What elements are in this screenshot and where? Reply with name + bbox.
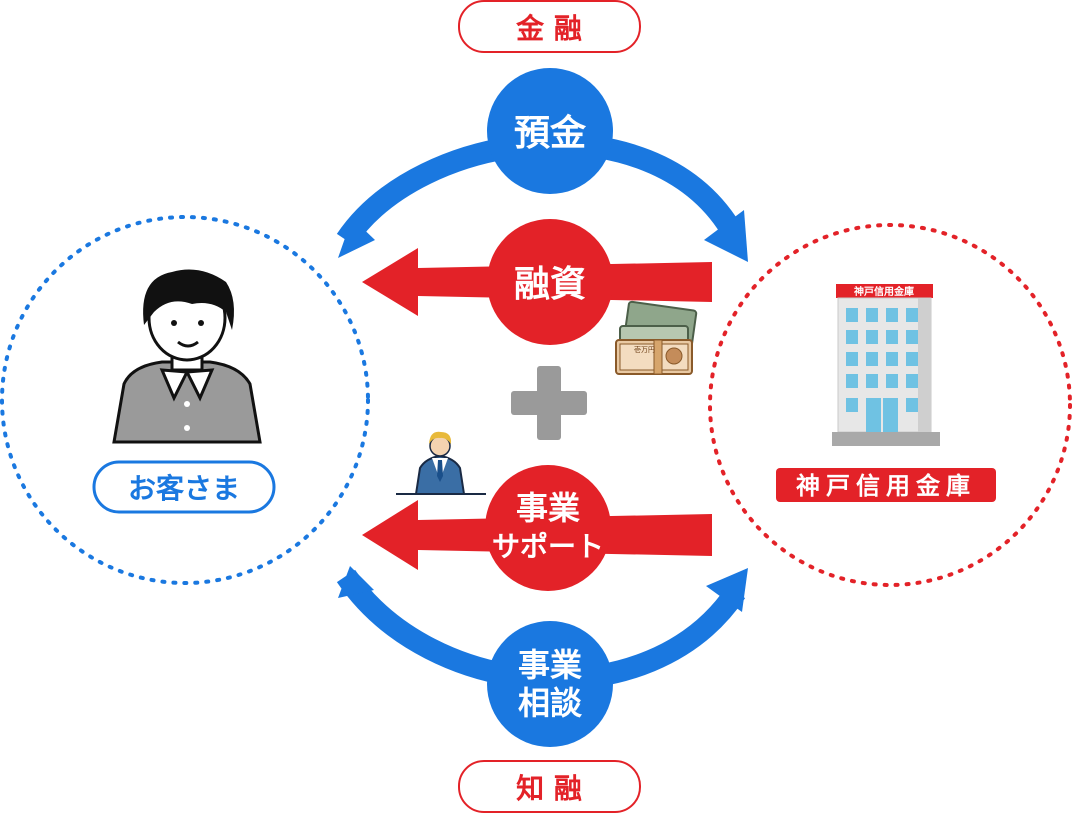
- support-label-line1: 事業: [516, 489, 580, 527]
- money-icon: 壱万円: [615, 300, 698, 375]
- building-sign: 神戸信用金庫: [854, 285, 914, 298]
- consult-label-line2: 相談: [518, 684, 583, 722]
- building-icon: 神戸信用金庫: [832, 284, 940, 446]
- customer-pill: お客さま: [92, 460, 276, 514]
- person-icon: [112, 269, 262, 444]
- bank-label-box: 神戸信用金庫: [776, 468, 996, 502]
- banknote-label: 壱万円: [634, 345, 655, 354]
- bottom-label-pill: 知 融: [458, 760, 641, 813]
- support-label-line2: サポート: [492, 530, 604, 563]
- support-circle: 事業 サポート: [485, 465, 611, 591]
- loan-circle: 融資: [487, 219, 613, 345]
- customer-label: お客さま: [128, 472, 240, 505]
- consult-circle: 事業 相談: [487, 621, 613, 747]
- bottom-label: 知 融: [516, 772, 582, 805]
- deposit-label: 預金: [514, 112, 587, 154]
- loan-label: 融資: [514, 264, 586, 305]
- consult-label-line1: 事業: [518, 646, 582, 684]
- deposit-circle: 預金: [487, 68, 613, 194]
- bank-circle: [708, 223, 1072, 587]
- bank-label: 神戸信用金庫: [796, 472, 976, 500]
- top-label-pill: 金 融: [458, 0, 641, 53]
- top-label: 金 融: [515, 12, 582, 45]
- customer-circle: [0, 215, 370, 585]
- businessman-icon: [396, 431, 486, 495]
- plus-icon: [511, 366, 587, 440]
